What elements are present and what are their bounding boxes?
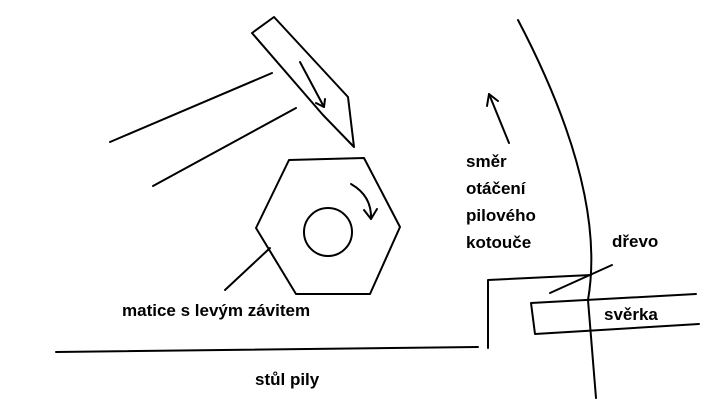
saw-table-line <box>55 346 479 353</box>
wood-label-leader <box>549 264 613 294</box>
rotation-label-line1: směr <box>466 152 507 171</box>
hammer-handle-top <box>109 72 273 143</box>
hex-nut-outline <box>255 157 401 295</box>
rotation-label-line2: otáčení <box>466 179 527 198</box>
nut-label: matice s levým závitem <box>122 301 310 320</box>
hex-nut <box>224 157 401 295</box>
saw-blade-edge <box>517 19 597 399</box>
rotation-direction-arrow <box>486 93 510 144</box>
rotation-label-line3: pilového <box>466 206 536 225</box>
table-label: stůl pily <box>255 370 320 389</box>
clamp-outline <box>530 293 700 335</box>
wood-block <box>487 274 592 349</box>
nut-label-leader <box>224 247 271 291</box>
hammer-head <box>251 16 355 148</box>
clamp-label: svěrka <box>604 305 658 324</box>
rotation-label-line4: kotouče <box>466 233 531 252</box>
nut-thread-hole <box>303 207 353 257</box>
nut-rotation-arrow <box>350 183 378 220</box>
rotation-label: směr otáčení pilového kotouče <box>466 152 536 252</box>
hammer-strike-arrow <box>299 61 326 108</box>
wood-label: dřevo <box>612 232 658 251</box>
hammer-handle-bottom <box>152 107 297 187</box>
hammer <box>109 16 355 187</box>
